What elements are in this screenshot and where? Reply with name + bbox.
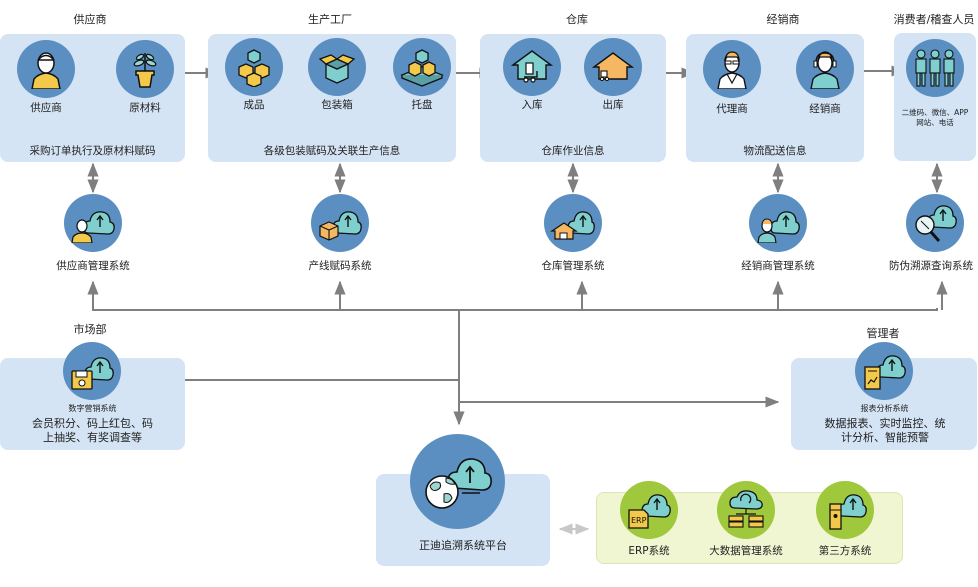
- box-cloud-icon: [311, 194, 369, 252]
- consumer-channels: 二维码、微信、APP 网站、电话: [894, 108, 976, 128]
- warehouse-inbound-icon: [503, 38, 561, 96]
- group-title-factory: 生产工厂: [280, 11, 380, 27]
- supplier-cloud-icon: [64, 194, 122, 252]
- panel-dealer: 代理商 经销商 物流配送信息: [686, 34, 864, 162]
- market-desc: 会员积分、码上红包、码 上抽奖、有奖调查等: [10, 417, 175, 445]
- panel-caption: 采购订单执行及原材料赋码: [0, 143, 185, 158]
- desc-line: 数据报表、实时监控、统: [800, 417, 970, 431]
- desc-line: 会员积分、码上红包、码: [10, 417, 175, 431]
- warehouse-cloud-icon: [544, 194, 602, 252]
- potted-plant-icon: [116, 40, 174, 98]
- desc-line: 计分析、智能预警: [800, 431, 970, 445]
- system-bus: [93, 308, 937, 310]
- external-label: 第三方系统: [805, 543, 885, 558]
- group-title-manager: 管理者: [833, 325, 933, 341]
- panel-supplier: 供应商 原材料 采购订单执行及原材料赋码: [0, 34, 185, 162]
- group-title-supplier: 供应商: [40, 11, 140, 27]
- external-label: ERP系统: [609, 543, 689, 558]
- group-title-market: 市场部: [40, 321, 140, 337]
- item-label: 成品: [224, 97, 284, 112]
- warehouse-outbound-icon: [584, 38, 642, 96]
- bigdata-servers-icon: [717, 481, 775, 539]
- system-label: 产线赋码系统: [280, 258, 400, 273]
- system-label: 防伪溯源查询系统: [876, 258, 978, 273]
- panel-caption: 仓库作业信息: [480, 143, 666, 158]
- item-label: 包装箱: [307, 97, 367, 112]
- group-title-dealer: 经销商: [733, 11, 833, 27]
- agent-person-icon: [703, 40, 761, 98]
- item-label: 经销商: [795, 101, 855, 116]
- group-title-warehouse: 仓库: [527, 11, 627, 27]
- three-people-icon: [906, 39, 964, 97]
- group-title-consumer: 消费者/稽查人员: [884, 11, 978, 27]
- platform-label: 正迪追溯系统平台: [376, 537, 550, 553]
- market-system-label: 数字营销系统: [30, 403, 155, 414]
- caption-line: 网站、电话: [894, 118, 976, 128]
- report-cloud-icon: [855, 342, 913, 400]
- item-label: 出库: [583, 97, 643, 112]
- panel-caption: 物流配送信息: [686, 143, 864, 158]
- system-label: 供应商管理系统: [33, 258, 153, 273]
- pallet-icon: [393, 38, 451, 96]
- globe-cloud-icon: [410, 434, 505, 529]
- supplier-person-icon: [17, 40, 75, 98]
- magnifier-cloud-icon: [906, 194, 964, 252]
- system-label: 仓库管理系统: [513, 258, 633, 273]
- caption-line: 二维码、微信、APP: [894, 108, 976, 118]
- open-box-icon: [308, 38, 366, 96]
- manager-desc: 数据报表、实时监控、统 计分析、智能预警: [800, 417, 970, 445]
- panel-warehouse: 入库 出库 仓库作业信息: [480, 34, 666, 162]
- desc-line: 上抽奖、有奖调查等: [10, 431, 175, 445]
- item-label: 入库: [502, 97, 562, 112]
- system-label: 经销商管理系统: [718, 258, 838, 273]
- item-label: 原材料: [115, 100, 175, 115]
- erp-badge: ERP: [631, 516, 647, 525]
- external-label: 大数据管理系统: [696, 543, 796, 558]
- dealer-cloud-icon: [749, 194, 807, 252]
- thirdparty-server-icon: [816, 481, 874, 539]
- panel-consumer: 二维码、微信、APP 网站、电话: [894, 33, 976, 161]
- item-label: 代理商: [702, 101, 762, 116]
- stacked-boxes-icon: [225, 38, 283, 96]
- dealer-headset-icon: [796, 40, 854, 98]
- item-label: 托盘: [392, 97, 452, 112]
- panel-caption: 各级包装赋码及关联生产信息: [208, 143, 456, 158]
- item-label: 供应商: [16, 100, 76, 115]
- floppy-cloud-icon: [63, 342, 121, 400]
- panel-factory: 成品 包装箱 托盘 各级包装赋码及关联生产信息: [208, 34, 456, 162]
- erp-cloud-icon: ERP: [620, 481, 678, 539]
- manager-system-label: 报表分析系统: [822, 403, 947, 414]
